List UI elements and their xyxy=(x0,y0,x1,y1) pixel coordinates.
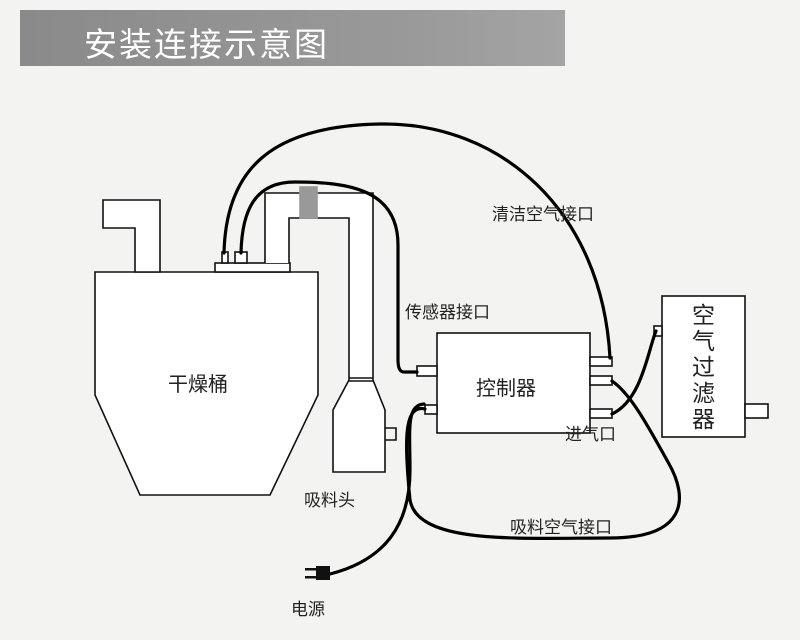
hopper-top-plate xyxy=(214,262,291,273)
air-inlet-port xyxy=(589,408,613,419)
air-inlet-hose xyxy=(610,329,658,416)
title-bar: 安装连接示意图 xyxy=(20,10,565,66)
material-pipe xyxy=(264,192,386,473)
label-dryer-hopper: 干燥桶 xyxy=(168,372,228,396)
controller-box xyxy=(436,332,591,434)
air-filter-box xyxy=(661,295,746,438)
label-suction-head: 吸料头 xyxy=(304,491,355,511)
label-suction-air-port: 吸料空气接口 xyxy=(510,518,612,538)
label-power: 电源 xyxy=(291,600,325,620)
filter-outlet xyxy=(744,403,769,419)
power-cable xyxy=(328,402,426,576)
label-clean-air-port: 清洁空气接口 xyxy=(492,205,594,225)
label-controller: 控制器 xyxy=(476,376,536,400)
sensor-cable xyxy=(239,180,419,374)
controller-port-mid xyxy=(589,375,613,386)
sensor-block xyxy=(299,186,318,219)
power-plug-icon xyxy=(305,566,330,580)
suction-air-hose xyxy=(404,379,681,540)
suction-air-port xyxy=(424,404,438,415)
filter-inlet xyxy=(653,325,663,337)
suction-nozzle xyxy=(385,427,397,441)
hopper-chimney xyxy=(102,199,161,273)
clean-air-hose xyxy=(222,122,612,360)
diagram-title: 安装连接示意图 xyxy=(84,25,329,64)
dryer-hopper xyxy=(94,271,319,496)
label-air-filter: 空气过滤器 xyxy=(692,303,715,433)
label-sensor-port: 传感器接口 xyxy=(405,303,490,323)
clean-air-port xyxy=(589,356,613,367)
label-air-inlet: 进气口 xyxy=(565,425,616,445)
sensor-port xyxy=(416,365,438,377)
